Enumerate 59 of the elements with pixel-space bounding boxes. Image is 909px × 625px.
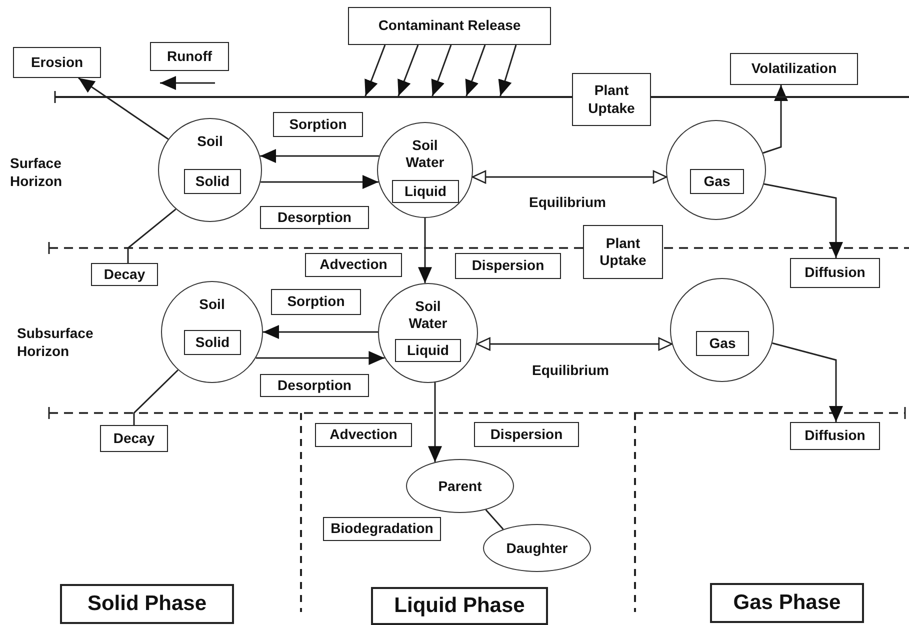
arrow: [428, 382, 442, 462]
phase-label-box: Gas: [690, 169, 744, 194]
arrow: [472, 170, 668, 184]
circle-label: Soil: [197, 133, 223, 150]
process-label-box: Plant Uptake: [583, 225, 663, 279]
process-label-box: Decay: [100, 425, 168, 452]
arrow: [78, 77, 169, 140]
compound-ellipse: Parent: [406, 459, 514, 513]
arrow: [772, 342, 843, 422]
process-label-box: Advection: [315, 423, 412, 447]
zone-label: Surface Horizon: [10, 155, 64, 190]
edge-label: Equilibrium: [527, 194, 608, 210]
arrow: [260, 175, 378, 189]
ground-surface-line: [55, 96, 909, 98]
phase-label-box: Solid: [184, 330, 241, 355]
circle-label: Soil Water: [408, 298, 448, 332]
phase-title-box: Gas Phase: [710, 583, 864, 623]
circle-label: Soil: [199, 296, 225, 313]
process-label-box: Advection: [305, 253, 402, 277]
arrow: [398, 44, 419, 96]
arrow: [498, 44, 517, 96]
process-label-box: Diffusion: [790, 422, 880, 450]
process-label-box: Sorption: [273, 112, 363, 137]
phase-title-box: Solid Phase: [60, 584, 234, 624]
arrow: [263, 325, 378, 339]
process-label-box: Plant Uptake: [572, 73, 651, 126]
phase-label-box: Solid: [184, 169, 241, 194]
process-label-box: Desorption: [260, 206, 369, 229]
compound-ellipse: Daughter: [483, 524, 591, 572]
process-label-box: Runoff: [150, 42, 229, 71]
connector-line: [485, 509, 504, 530]
process-label-box: Decay: [91, 263, 158, 286]
arrow: [476, 337, 673, 351]
arrow: [260, 149, 380, 163]
process-label-box: Contaminant Release: [348, 7, 551, 45]
arrow: [762, 85, 788, 154]
process-label-box: Desorption: [260, 374, 369, 397]
process-label-box: Erosion: [13, 47, 101, 78]
process-label-box: Dispersion: [474, 422, 579, 447]
phase-label-box: Liquid: [395, 339, 461, 362]
zone-label: Subsurface Horizon: [17, 325, 94, 360]
connector-line: [133, 369, 179, 425]
arrow: [418, 218, 432, 284]
arrow: [465, 44, 486, 96]
process-label-box: Volatilization: [730, 53, 858, 85]
phase-label-box: Gas: [696, 331, 749, 356]
arrow: [764, 183, 843, 258]
arrow: [431, 44, 452, 96]
process-label-box: Dispersion: [455, 253, 561, 279]
process-label-box: Sorption: [271, 289, 361, 315]
process-label-box: Diffusion: [790, 258, 880, 288]
arrow: [256, 351, 385, 365]
edge-label: Equilibrium: [530, 362, 611, 378]
connector-line: [127, 208, 176, 263]
process-label-box: Biodegradation: [323, 517, 441, 541]
phase-label-box: Liquid: [392, 180, 459, 203]
circle-label: Soil Water: [404, 137, 446, 171]
phase-title-box: Liquid Phase: [371, 587, 548, 625]
arrow: [364, 44, 386, 96]
